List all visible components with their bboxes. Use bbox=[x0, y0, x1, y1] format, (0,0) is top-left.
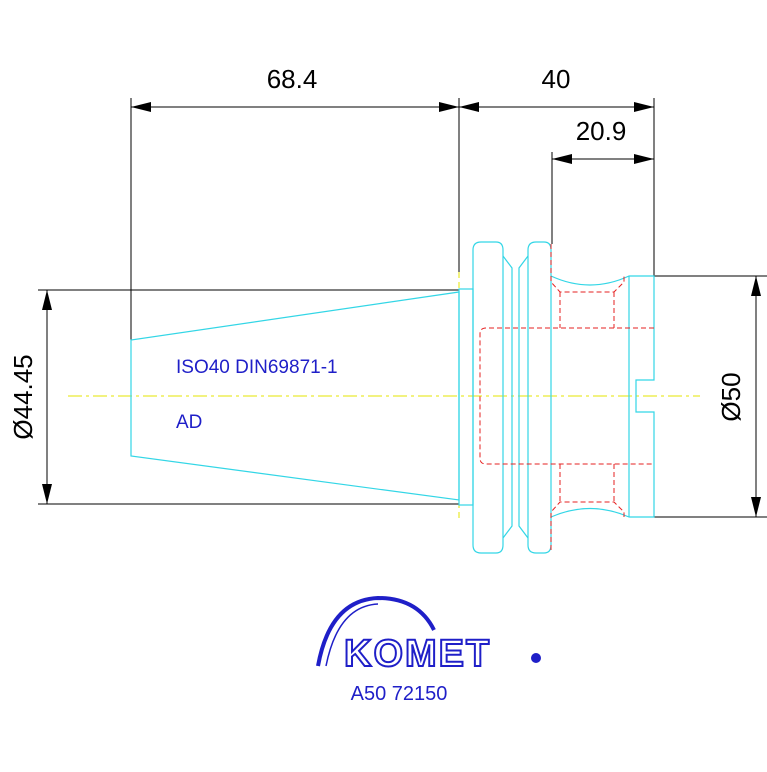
dim-length-total: 40 bbox=[542, 64, 571, 94]
logo-brand: KOMET bbox=[344, 633, 491, 675]
dim-diameter-taper: Ø44.45 bbox=[8, 354, 38, 439]
part-number: A50 72150 bbox=[351, 683, 448, 705]
dimension-lines bbox=[38, 98, 767, 518]
hidden-lines bbox=[479, 244, 654, 550]
part-outline bbox=[130, 241, 655, 554]
dimension-arrows bbox=[42, 102, 761, 517]
dim-length-shank: 68.4 bbox=[267, 64, 318, 94]
label-form: AD bbox=[176, 412, 202, 433]
komet-logo: KOMET bbox=[316, 595, 541, 676]
logo-registered-dot bbox=[531, 653, 541, 663]
label-standard: ISO40 DIN69871-1 bbox=[176, 357, 338, 378]
dim-diameter-body: Ø50 bbox=[716, 372, 746, 421]
dim-length-neck: 20.9 bbox=[576, 116, 627, 146]
logo-arc bbox=[316, 595, 436, 667]
